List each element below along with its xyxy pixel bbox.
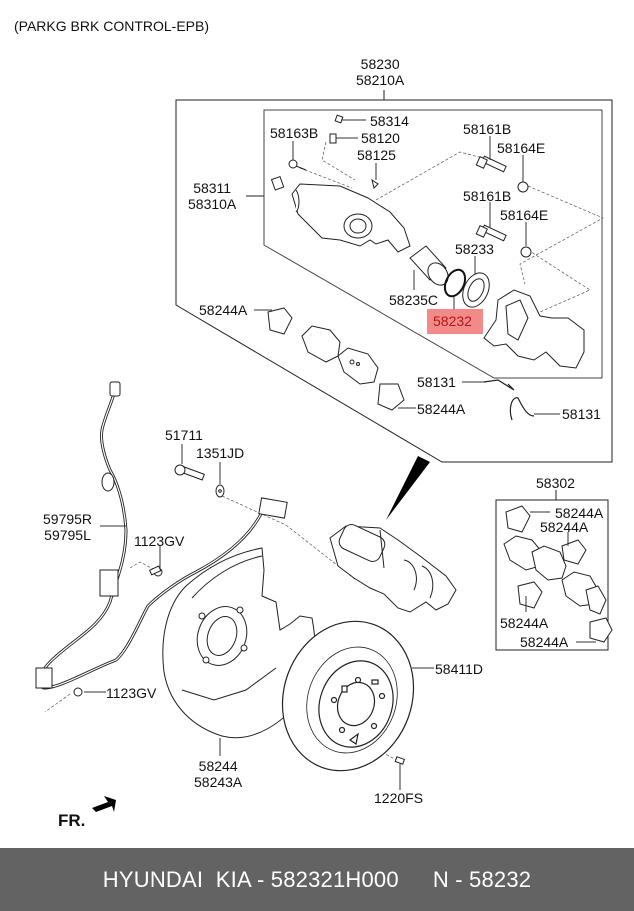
caliper-inner-box: [263, 109, 603, 379]
diagram-reference-number: N - 58232: [432, 866, 532, 892]
caliper-housing-drawing: [270, 114, 411, 253]
callout-58120[interactable]: 58120: [361, 130, 400, 146]
piston-seal-drawing: [443, 268, 467, 298]
parts-diagram: (PARKG BRK CONTROL-EPB) 58230 58210A 583…: [14, 18, 613, 830]
brake-pads-drawing: [301, 325, 379, 385]
callout-58161b-upper[interactable]: 58161B: [463, 121, 512, 137]
pad-clips-drawing: [267, 307, 405, 411]
springs-drawing: [483, 379, 535, 421]
callout-58131-upper[interactable]: 58131: [417, 374, 456, 390]
diagram-title: (PARKG BRK CONTROL-EPB): [14, 18, 209, 34]
sensor-grommet: [101, 472, 115, 492]
callout-58164e-upper[interactable]: 58164E: [497, 140, 546, 156]
part-number-footer: HYUNDAI KIA - 582321H000 N - 58232: [0, 848, 634, 911]
callout-58411d[interactable]: 58411D: [435, 661, 484, 677]
diagram-linework: [35, 90, 613, 812]
sensor-connector: [258, 497, 288, 519]
sensor-wire-inner: [39, 385, 263, 689]
callout-1220fs[interactable]: 1220FS: [374, 790, 424, 806]
pad-kit-clip-label[interactable]: 58244A: [540, 519, 589, 535]
callout-58235c[interactable]: 58235C: [389, 292, 439, 308]
pad-kit-clip-label[interactable]: 58244A: [555, 505, 604, 521]
callout-wheel-speed-sensor[interactable]: 59795R 59795L: [43, 511, 93, 543]
callout-58244a-lower[interactable]: 58244A: [417, 401, 466, 417]
pad-kit-drawing: [503, 505, 613, 643]
caliper-carrier-drawing: [483, 289, 585, 369]
assembly-label[interactable]: 58230 58210A: [356, 56, 405, 88]
callout-58244a-left[interactable]: 58244A: [199, 302, 248, 318]
callout-51711[interactable]: 51711: [165, 427, 203, 443]
callout-pad-kit-58302[interactable]: 58302: [536, 475, 575, 491]
callout-58233[interactable]: 58233: [455, 241, 494, 257]
detail-pointer-arrow: [386, 456, 430, 520]
pad-kit-clip-label[interactable]: 58244A: [520, 634, 569, 650]
callout-58314[interactable]: 58314: [370, 113, 409, 129]
pad-kit-box: [495, 490, 609, 651]
brand-part-number: HYUNDAI KIA - 582321H000: [102, 866, 399, 892]
sensor-bracket: [99, 569, 119, 597]
callout-58163b[interactable]: 58163B: [270, 125, 319, 141]
hub-bolt-drawing: [174, 464, 225, 498]
callout-1351jd[interactable]: 1351JD: [196, 445, 245, 461]
callout-1123gv-upper[interactable]: 1123GV: [134, 533, 185, 549]
callout-58131-lower[interactable]: 58131: [562, 406, 601, 422]
callout-dust-shield[interactable]: 58244 58243A: [194, 758, 243, 790]
lower-caliper-drawing: [329, 524, 457, 613]
assembly-outer-box: [175, 99, 613, 463]
highlighted-part-marker: [427, 309, 483, 334]
pad-kit-clip-label[interactable]: 58244A: [500, 615, 549, 631]
guide-pins-drawing: [475, 155, 532, 258]
piston-drawing: [409, 245, 449, 286]
front-direction-label: FR.: [58, 811, 86, 830]
callout-caliper-housing[interactable]: 58311 58310A: [188, 180, 237, 212]
callout-58232-highlighted[interactable]: 58232: [433, 313, 472, 329]
callout-58125[interactable]: 58125: [357, 147, 396, 163]
callout-58161b-lower[interactable]: 58161B: [463, 188, 512, 204]
brake-rotor-drawing: [281, 620, 415, 772]
front-direction-arrow: [92, 796, 116, 812]
callout-1123gv-lower[interactable]: 1123GV: [106, 685, 157, 701]
dust-boot-drawing: [462, 272, 490, 308]
callout-58164e-lower[interactable]: 58164E: [500, 207, 549, 223]
